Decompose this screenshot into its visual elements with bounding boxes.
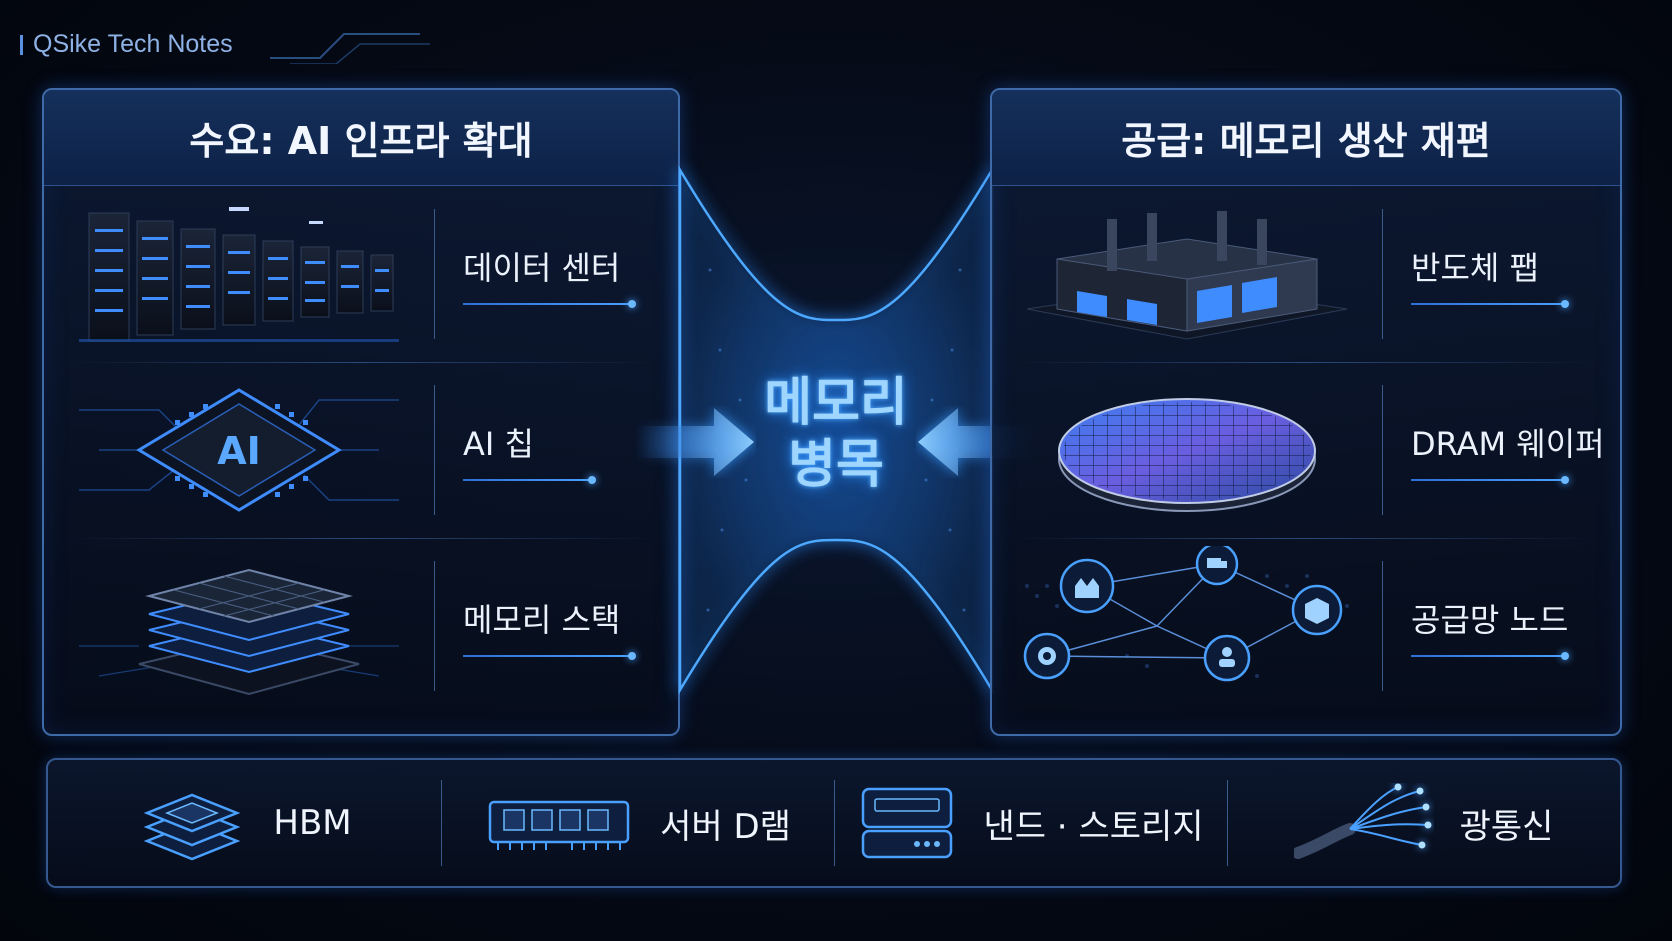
brand-title: QSike Tech Notes xyxy=(33,30,233,58)
component-label-server-dram: 서버 D램 xyxy=(660,806,791,847)
supply-row-fab: 반도체 팹 xyxy=(992,186,1620,362)
supply-row-network: 공급망 노드 xyxy=(992,538,1620,714)
row-divider xyxy=(434,209,435,339)
supply-label-network: 공급망 노드 xyxy=(1411,601,1569,639)
storage-drive-icon xyxy=(862,787,953,859)
circuit-decoration xyxy=(270,33,430,64)
hbm-icon xyxy=(144,793,241,861)
demand-label-aichip: AI 칩 xyxy=(463,425,534,463)
demand-label-memorystack: 메모리 스택 xyxy=(463,601,621,639)
memory-stack-icon xyxy=(79,568,399,696)
demand-row-datacenter: 데이터 센터 xyxy=(44,186,678,362)
arrow-left-icon xyxy=(918,408,1036,476)
demand-panel: 수요: AI 인프라 확대 xyxy=(42,88,680,736)
ai-chip-text: AI xyxy=(217,429,261,473)
label-underline xyxy=(1411,300,1569,308)
component-strip: HBM 서버 D램 낸드 · 스토리지 xyxy=(46,758,1622,888)
fab-factory-icon xyxy=(1026,211,1348,340)
bottleneck-line1: 메모리 xyxy=(764,373,908,433)
component-nand-storage: 낸드 · 스토리지 xyxy=(834,760,1227,886)
demand-title: 수요: AI 인프라 확대 xyxy=(44,90,678,186)
server-racks-icon xyxy=(79,207,399,342)
row-divider xyxy=(434,561,435,691)
fiber-optic-icon xyxy=(1293,783,1432,859)
supply-title: 공급: 메모리 생산 재편 xyxy=(992,90,1620,186)
row-divider xyxy=(1382,385,1383,515)
demand-row-memorystack: 메모리 스택 xyxy=(44,538,678,714)
label-underline xyxy=(463,652,636,660)
brand-bar xyxy=(20,34,23,55)
bottleneck-label: 메모리 병목 xyxy=(738,372,934,496)
supply-label-wafer: DRAM 웨이퍼 xyxy=(1411,425,1605,463)
component-hbm: HBM xyxy=(48,760,441,886)
arrow-right-icon xyxy=(636,408,754,476)
wafer-icon xyxy=(1058,398,1316,512)
label-underline xyxy=(463,476,596,484)
brand: QSike Tech Notes xyxy=(20,30,233,59)
label-underline xyxy=(1411,652,1569,660)
dram-module-icon xyxy=(488,800,630,850)
row-divider xyxy=(1382,209,1383,339)
supply-panel: 공급: 메모리 생산 재편 반도체 팹 xyxy=(990,88,1622,736)
supply-network-icon xyxy=(1023,546,1349,682)
component-optical: 광통신 xyxy=(1227,760,1620,886)
label-underline xyxy=(1411,476,1569,484)
component-label-nand-storage: 낸드 · 스토리지 xyxy=(983,806,1204,847)
demand-label-datacenter: 데이터 센터 xyxy=(463,249,621,287)
component-server-dram: 서버 D램 xyxy=(441,760,834,886)
ai-chip-icon: AI xyxy=(79,388,399,512)
supply-row-wafer: DRAM 웨이퍼 xyxy=(992,362,1620,538)
label-underline xyxy=(463,300,636,308)
component-label-optical: 광통신 xyxy=(1459,806,1554,847)
row-divider xyxy=(434,385,435,515)
bottleneck-line2: 병목 xyxy=(788,435,884,495)
supply-label-fab: 반도체 팹 xyxy=(1411,249,1539,287)
demand-row-aichip: AI AI 칩 xyxy=(44,362,678,538)
row-divider xyxy=(1382,561,1383,691)
component-label-hbm: HBM xyxy=(273,803,352,843)
